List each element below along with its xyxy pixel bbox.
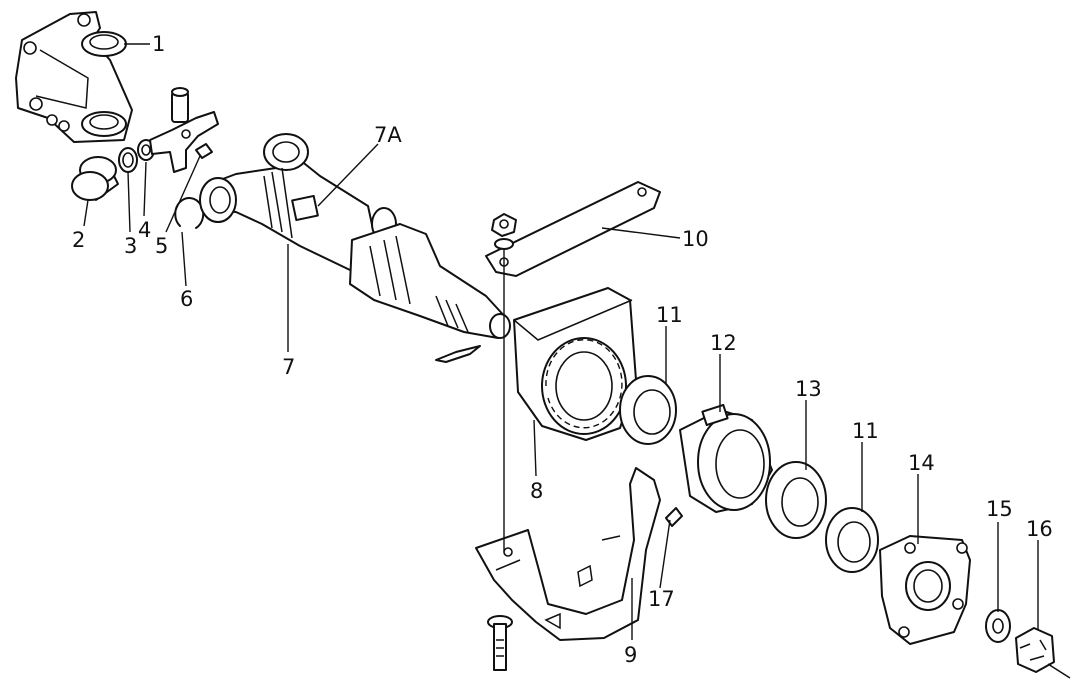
callout-2: 2 (72, 228, 85, 252)
callout-3: 3 (124, 234, 137, 258)
part-flange-yoke (15, 11, 133, 143)
callout-13: 13 (795, 377, 822, 401)
callout-17: 17 (648, 587, 675, 611)
part-washer (985, 609, 1011, 643)
callout-6: 6 (180, 287, 193, 311)
callout-11-left: 11 (656, 303, 683, 327)
callout-11-right: 11 (852, 419, 879, 443)
callout-8: 8 (530, 479, 543, 503)
part-grease-fitting (195, 143, 213, 159)
part-bolt (487, 615, 513, 671)
part-bearing-11-left (619, 375, 677, 445)
part-bearing-cup (71, 156, 119, 201)
part-seal (118, 147, 138, 173)
part-bearing-13 (765, 461, 827, 539)
part-bearing-housing (679, 403, 773, 513)
callout-10: 10 (682, 227, 709, 251)
part-strap-plate (485, 181, 661, 277)
callout-7: 7 (282, 355, 295, 379)
part-cotter-pin (435, 345, 481, 363)
callout-16: 16 (1026, 517, 1053, 541)
part-snap-ring (174, 196, 205, 229)
part-shaft-spline (349, 223, 511, 339)
part-nut (491, 213, 517, 250)
callout-15: 15 (986, 497, 1013, 521)
callout-5: 5 (155, 234, 168, 258)
callout-12: 12 (710, 331, 737, 355)
part-mounting-bracket (475, 467, 661, 641)
callout-9: 9 (624, 643, 637, 667)
callout-1: 1 (152, 32, 165, 56)
callout-4: 4 (138, 218, 151, 242)
part-bearing-11-right (825, 507, 879, 573)
leader-lines (83, 43, 1039, 640)
part-companion-flange (879, 535, 971, 645)
part-grease-fitting-17 (665, 507, 683, 527)
callout-labels: 1 2 3 4 5 6 7 7A 8 9 10 11 12 13 11 14 1… (72, 32, 1053, 667)
callout-7a: 7A (374, 123, 402, 147)
callout-14: 14 (908, 451, 935, 475)
part-universal-cross (149, 87, 219, 173)
part-castle-nut (1015, 627, 1071, 679)
part-rubber-cushion (513, 287, 637, 441)
